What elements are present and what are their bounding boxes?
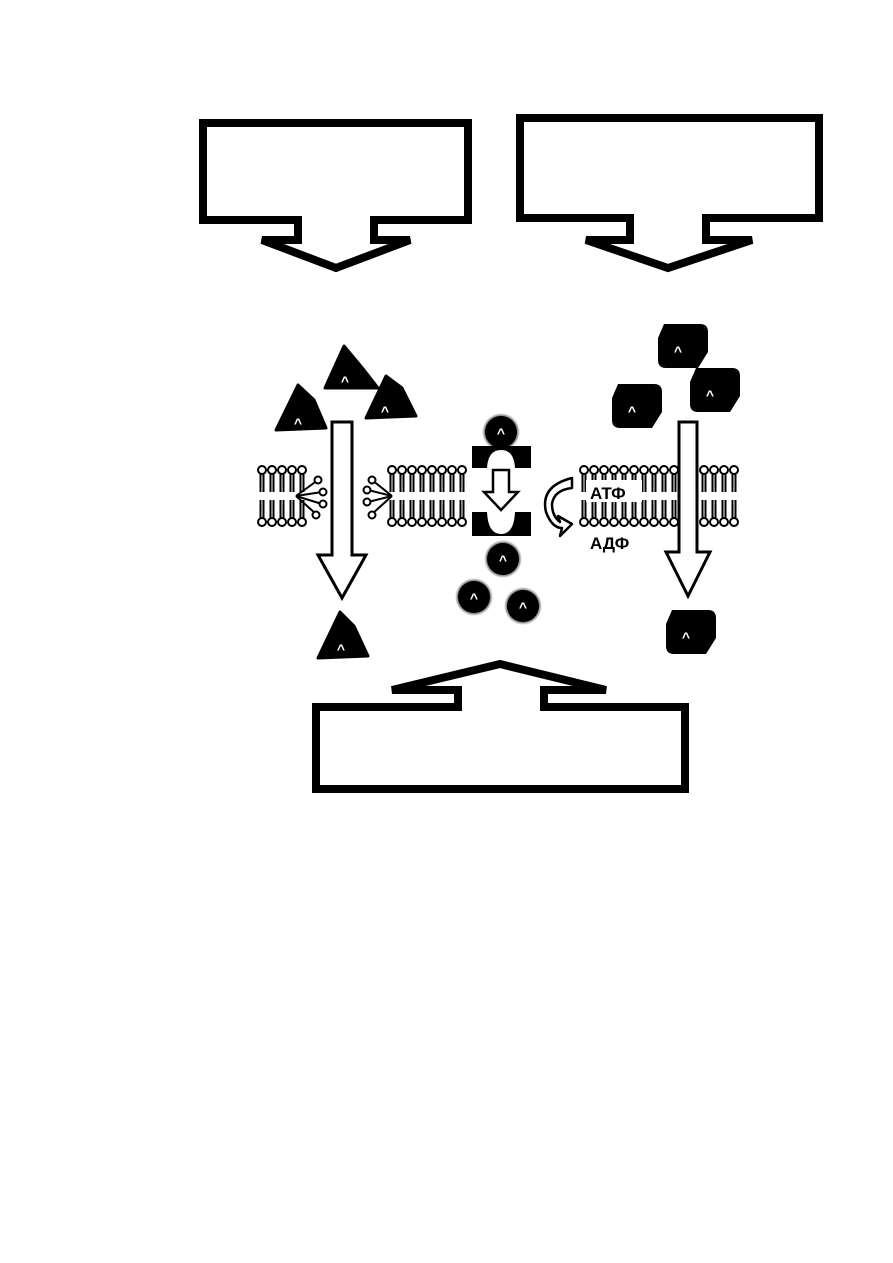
molecule-circle: ^ (482, 413, 520, 451)
energy-curved-arrow (543, 476, 574, 538)
svg-text:^: ^ (706, 387, 714, 403)
molecule-circle: ^ (455, 578, 493, 616)
atp-label: АТФ (590, 484, 626, 503)
svg-text:^: ^ (497, 425, 505, 441)
svg-text:^: ^ (341, 373, 349, 389)
lipid-splay-left (295, 475, 328, 520)
molecule-square: ^ (690, 368, 740, 412)
svg-text:^: ^ (470, 590, 478, 606)
callout-top-right (516, 114, 823, 273)
transport-arrow-right (663, 420, 713, 600)
svg-text:^: ^ (294, 415, 302, 431)
channel-protein (472, 446, 531, 536)
callout-top-left (199, 119, 472, 273)
molecule-triangle: ^ (364, 374, 418, 420)
svg-text:^: ^ (499, 552, 507, 568)
molecule-square: ^ (666, 610, 716, 654)
svg-text:^: ^ (337, 641, 345, 657)
svg-text:^: ^ (682, 629, 690, 645)
molecule-circle: ^ (504, 587, 542, 625)
diffusion-arrow-left (315, 420, 369, 602)
molecule-triangle: ^ (274, 383, 328, 432)
svg-text:^: ^ (519, 599, 527, 615)
svg-text:^: ^ (628, 403, 636, 419)
molecule-triangle: ^ (316, 610, 370, 660)
lipid-bilayer-left (257, 465, 328, 527)
molecule-circle: ^ (484, 540, 522, 578)
svg-text:^: ^ (674, 343, 682, 359)
callout-bottom (312, 659, 689, 793)
molecule-square: ^ (658, 324, 708, 368)
molecule-square: ^ (612, 384, 662, 428)
molecule-triangle: ^ (323, 344, 380, 390)
lipid-splay-right (362, 475, 393, 520)
adp-label: АДФ (590, 534, 629, 553)
lipid-bilayer-right (579, 465, 739, 527)
svg-text:^: ^ (381, 403, 389, 419)
lipid-bilayer-middle (362, 465, 467, 527)
